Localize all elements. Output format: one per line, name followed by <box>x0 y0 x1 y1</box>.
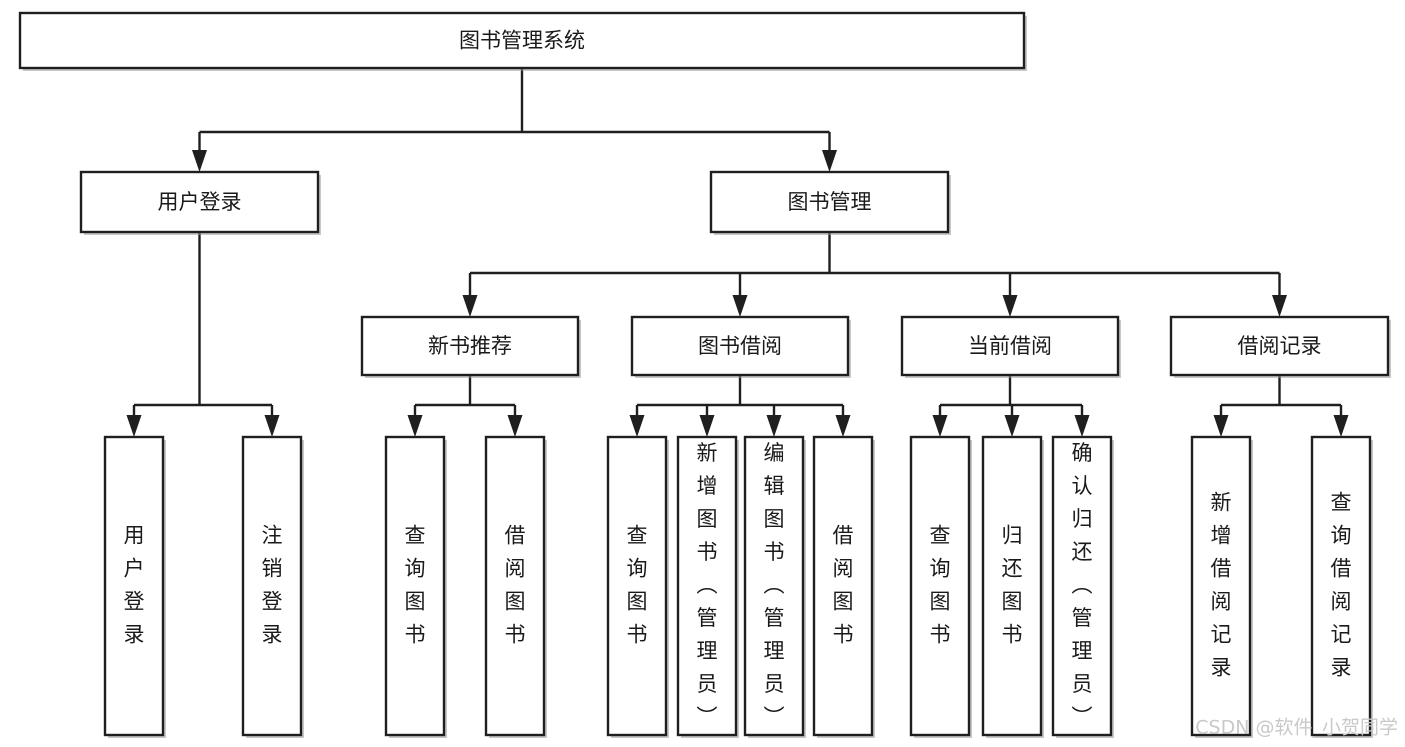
node-layer: 图书管理系统用户登录图书管理新书推荐图书借阅当前借阅借阅记录用户登录注销登录查询… <box>18 11 1391 738</box>
node-label: 当前借阅 <box>968 334 1052 358</box>
node-leaf-add-book[interactable]: 新增图书︵管理员︶ <box>676 435 739 738</box>
node-rect[interactable] <box>1051 435 1113 737</box>
node-rect[interactable] <box>743 435 805 737</box>
node-book-borrow[interactable]: 图书借阅 <box>630 315 851 378</box>
node-rect[interactable] <box>103 435 165 737</box>
node-rect[interactable] <box>630 315 850 377</box>
node-leaf-query-book-3[interactable]: 查询图书 <box>909 435 972 738</box>
node-label: 注销登录 <box>262 524 283 647</box>
node-new-book-recommend[interactable]: 新书推荐 <box>360 315 581 378</box>
node-root[interactable]: 图书管理系统 <box>18 11 1027 71</box>
connector-group <box>932 375 1090 437</box>
connector-group <box>629 375 851 437</box>
node-label: 新增借阅记录 <box>1211 491 1232 680</box>
node-rect[interactable] <box>79 170 320 234</box>
node-rect[interactable] <box>676 435 738 737</box>
node-leaf-edit-book[interactable]: 编辑图书︵管理员︶ <box>743 435 806 738</box>
node-book-manage[interactable]: 图书管理 <box>709 170 951 235</box>
node-leaf-confirm-return[interactable]: 确认归还︵管理员︶ <box>1051 435 1114 738</box>
connector-layer <box>126 68 1349 437</box>
node-label: 确认归还︵管理员︶ <box>1072 441 1093 729</box>
node-rect[interactable] <box>1310 435 1372 737</box>
node-label: 图书借阅 <box>698 334 782 358</box>
node-rect[interactable] <box>709 170 950 234</box>
node-leaf-query-borrow-record[interactable]: 查询借阅记录 <box>1310 435 1373 738</box>
connector-group <box>462 232 1287 317</box>
node-label: 查询借阅记录 <box>1331 491 1352 680</box>
connector-group <box>126 232 280 437</box>
node-label: 归还图书 <box>1002 524 1023 647</box>
node-user-login[interactable]: 用户登录 <box>79 170 321 235</box>
node-rect[interactable] <box>1190 435 1252 737</box>
node-leaf-query-book-2[interactable]: 查询图书 <box>606 435 669 738</box>
node-label: 查询图书 <box>627 524 648 647</box>
node-rect[interactable] <box>484 435 546 737</box>
node-rect[interactable] <box>812 435 874 737</box>
node-label: 编辑图书︵管理员︶ <box>764 441 785 729</box>
node-label: 用户登录 <box>124 524 145 647</box>
node-leaf-return-book[interactable]: 归还图书 <box>981 435 1044 738</box>
node-label: 新增图书︵管理员︶ <box>697 441 718 729</box>
node-label: 图书管理 <box>788 190 872 214</box>
node-rect[interactable] <box>900 315 1120 377</box>
node-leaf-add-borrow-record[interactable]: 新增借阅记录 <box>1190 435 1253 738</box>
node-leaf-borrow-book-2[interactable]: 借阅图书 <box>812 435 875 738</box>
node-label: 用户登录 <box>158 190 242 214</box>
connector-group <box>1213 375 1349 437</box>
node-rect[interactable] <box>909 435 971 737</box>
node-borrow-record[interactable]: 借阅记录 <box>1169 315 1391 378</box>
node-leaf-logout-login[interactable]: 注销登录 <box>241 435 304 738</box>
node-label: 图书管理系统 <box>459 29 585 53</box>
node-leaf-query-book-1[interactable]: 查询图书 <box>384 435 447 738</box>
node-label: 借阅图书 <box>833 524 854 647</box>
node-label: 新书推荐 <box>428 334 512 358</box>
node-label: 借阅记录 <box>1238 334 1322 358</box>
node-rect[interactable] <box>384 435 446 737</box>
node-rect[interactable] <box>606 435 668 737</box>
watermark-label: CSDN @软件_小贺同学 <box>1195 717 1398 739</box>
node-label: 查询图书 <box>405 524 426 647</box>
node-label: 查询图书 <box>930 524 951 647</box>
node-rect[interactable] <box>360 315 580 377</box>
connector-group <box>407 375 523 437</box>
node-rect[interactable] <box>18 11 1026 70</box>
node-leaf-borrow-book-1[interactable]: 借阅图书 <box>484 435 547 738</box>
node-current-borrow[interactable]: 当前借阅 <box>900 315 1121 378</box>
node-label: 借阅图书 <box>505 524 526 647</box>
node-rect[interactable] <box>241 435 303 737</box>
node-rect[interactable] <box>1169 315 1390 377</box>
connector-group <box>192 68 837 172</box>
node-leaf-user-login[interactable]: 用户登录 <box>103 435 166 738</box>
node-rect[interactable] <box>981 435 1043 737</box>
